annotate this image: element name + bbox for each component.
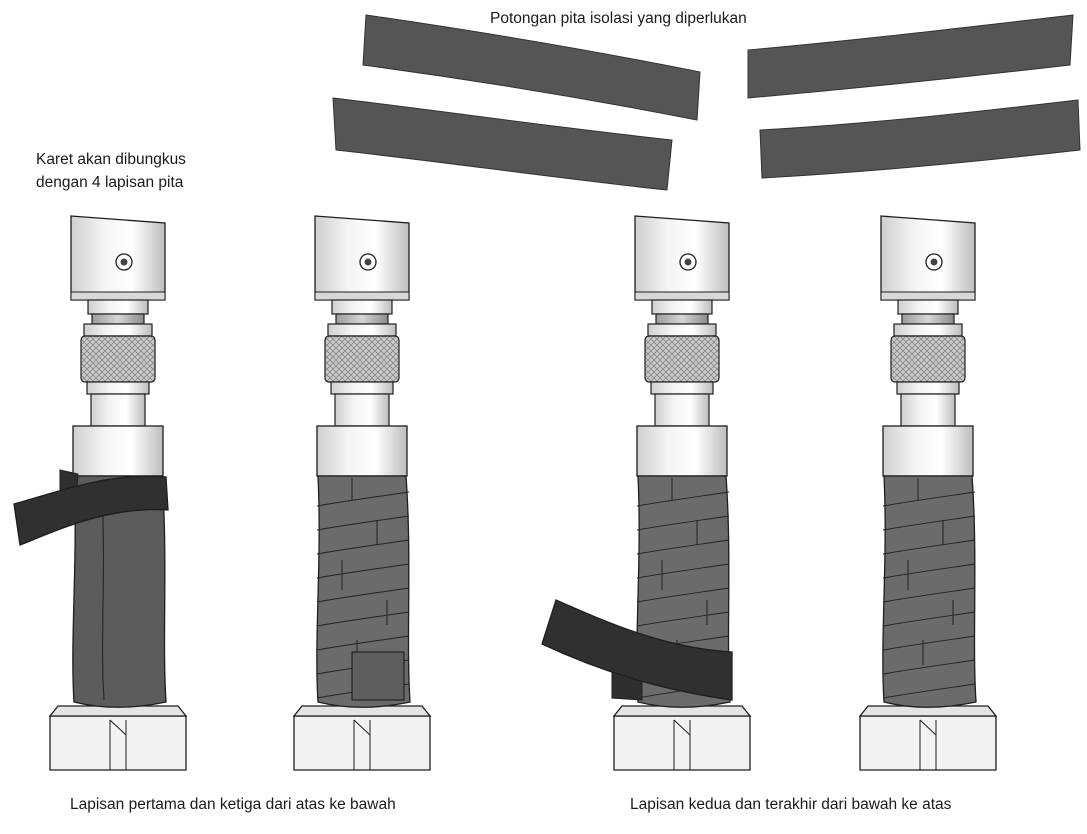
screw-center-icon xyxy=(120,258,128,266)
tool-neck-ring xyxy=(901,313,955,325)
wrap-note: Karet akan dibungkus dengan 4 lapisan pi… xyxy=(36,148,186,194)
tool-collar xyxy=(316,425,408,477)
tape-piece xyxy=(362,14,701,121)
tool-collar xyxy=(72,425,164,477)
tool-neck-ring xyxy=(327,323,397,337)
knurled-grip xyxy=(80,335,156,383)
tool-neck-ring xyxy=(655,313,709,325)
tool-base-groove xyxy=(673,719,691,770)
tape-piece xyxy=(747,14,1074,99)
wrap-line xyxy=(316,587,410,603)
tool-neck-ring xyxy=(331,299,393,315)
wrap-line xyxy=(316,611,410,627)
tool-base xyxy=(293,715,431,771)
tape-pieces xyxy=(332,14,1081,191)
tool-collar xyxy=(636,425,728,477)
tape-strip xyxy=(13,475,169,546)
wrap-line xyxy=(316,563,410,579)
wrap-line xyxy=(882,491,976,507)
tool-head-rim xyxy=(880,291,976,301)
tool-neck-ring xyxy=(897,299,959,315)
wrap-line xyxy=(316,491,410,507)
wrap-line xyxy=(636,539,730,555)
tool-1 xyxy=(13,215,188,771)
screw-center-icon xyxy=(364,258,372,266)
tool-base-groove xyxy=(353,719,371,770)
tool-collar xyxy=(882,425,974,477)
wrap-line xyxy=(882,659,976,675)
wrapped-body xyxy=(316,475,411,708)
wrapped-body xyxy=(882,475,977,708)
tool-neck-ring xyxy=(893,323,963,337)
wrap-note-line1: Karet akan dibungkus xyxy=(36,151,186,168)
wrap-line xyxy=(316,515,410,531)
wrap-line xyxy=(636,491,730,507)
wrap-line xyxy=(882,539,976,555)
tape-strip xyxy=(541,599,733,701)
tool-neck-ring xyxy=(330,381,394,395)
tool-base xyxy=(49,715,187,771)
tool-neck-ring xyxy=(647,323,717,337)
wrap-line xyxy=(316,539,410,555)
tool-base-groove xyxy=(109,719,127,770)
wrap-line xyxy=(882,515,976,531)
wrap-line xyxy=(316,635,410,651)
tool-shaft xyxy=(900,393,956,427)
tape-piece xyxy=(332,97,673,191)
tool-head-rim xyxy=(314,291,410,301)
knurled-grip xyxy=(324,335,400,383)
tool-3 xyxy=(541,215,752,771)
rubber-seam xyxy=(101,489,105,701)
screw-center-icon xyxy=(684,258,692,266)
wrap-line xyxy=(636,563,730,579)
knurled-grip xyxy=(644,335,720,383)
wrap-line xyxy=(882,563,976,579)
tool-2 xyxy=(292,215,432,771)
wrap-note-line2: dengan 4 lapisan pita xyxy=(36,174,184,191)
wrap-line xyxy=(636,587,730,603)
tool-base xyxy=(613,715,751,771)
tool-neck-ring xyxy=(335,313,389,325)
screw-center-icon xyxy=(930,258,938,266)
wrap-line xyxy=(882,635,976,651)
tool-base-groove xyxy=(919,719,937,770)
tool-neck-ring xyxy=(896,381,960,395)
tool-head-rim xyxy=(70,291,166,301)
tool-neck-ring xyxy=(91,313,145,325)
tool-head-rim xyxy=(634,291,730,301)
tool-neck-ring xyxy=(651,299,713,315)
tool-neck-ring xyxy=(83,323,153,337)
wrap-line xyxy=(882,587,976,603)
tool-shaft xyxy=(90,393,146,427)
tool-neck-ring xyxy=(87,299,149,315)
tape-pieces-caption: Potongan pita isolasi yang diperlukan xyxy=(490,10,747,27)
caption-layers-1-3: Lapisan pertama dan ketiga dari atas ke … xyxy=(70,796,396,813)
tape-piece xyxy=(759,99,1081,179)
tool-base xyxy=(859,715,997,771)
wrap-line xyxy=(882,611,976,627)
knurled-grip xyxy=(890,335,966,383)
tool-neck-ring xyxy=(650,381,714,395)
tool-shaft xyxy=(654,393,710,427)
wrap-line xyxy=(636,515,730,531)
rubber-body xyxy=(72,475,167,708)
caption-layers-2-4: Lapisan kedua dan terakhir dari bawah ke… xyxy=(630,796,952,813)
tool-shaft xyxy=(334,393,390,427)
wrap-line xyxy=(636,611,730,627)
tool-4 xyxy=(858,215,998,771)
tool-neck-ring xyxy=(86,381,150,395)
tool-row xyxy=(13,215,998,771)
wrap-line xyxy=(882,683,976,699)
tape-overlap xyxy=(351,651,405,701)
